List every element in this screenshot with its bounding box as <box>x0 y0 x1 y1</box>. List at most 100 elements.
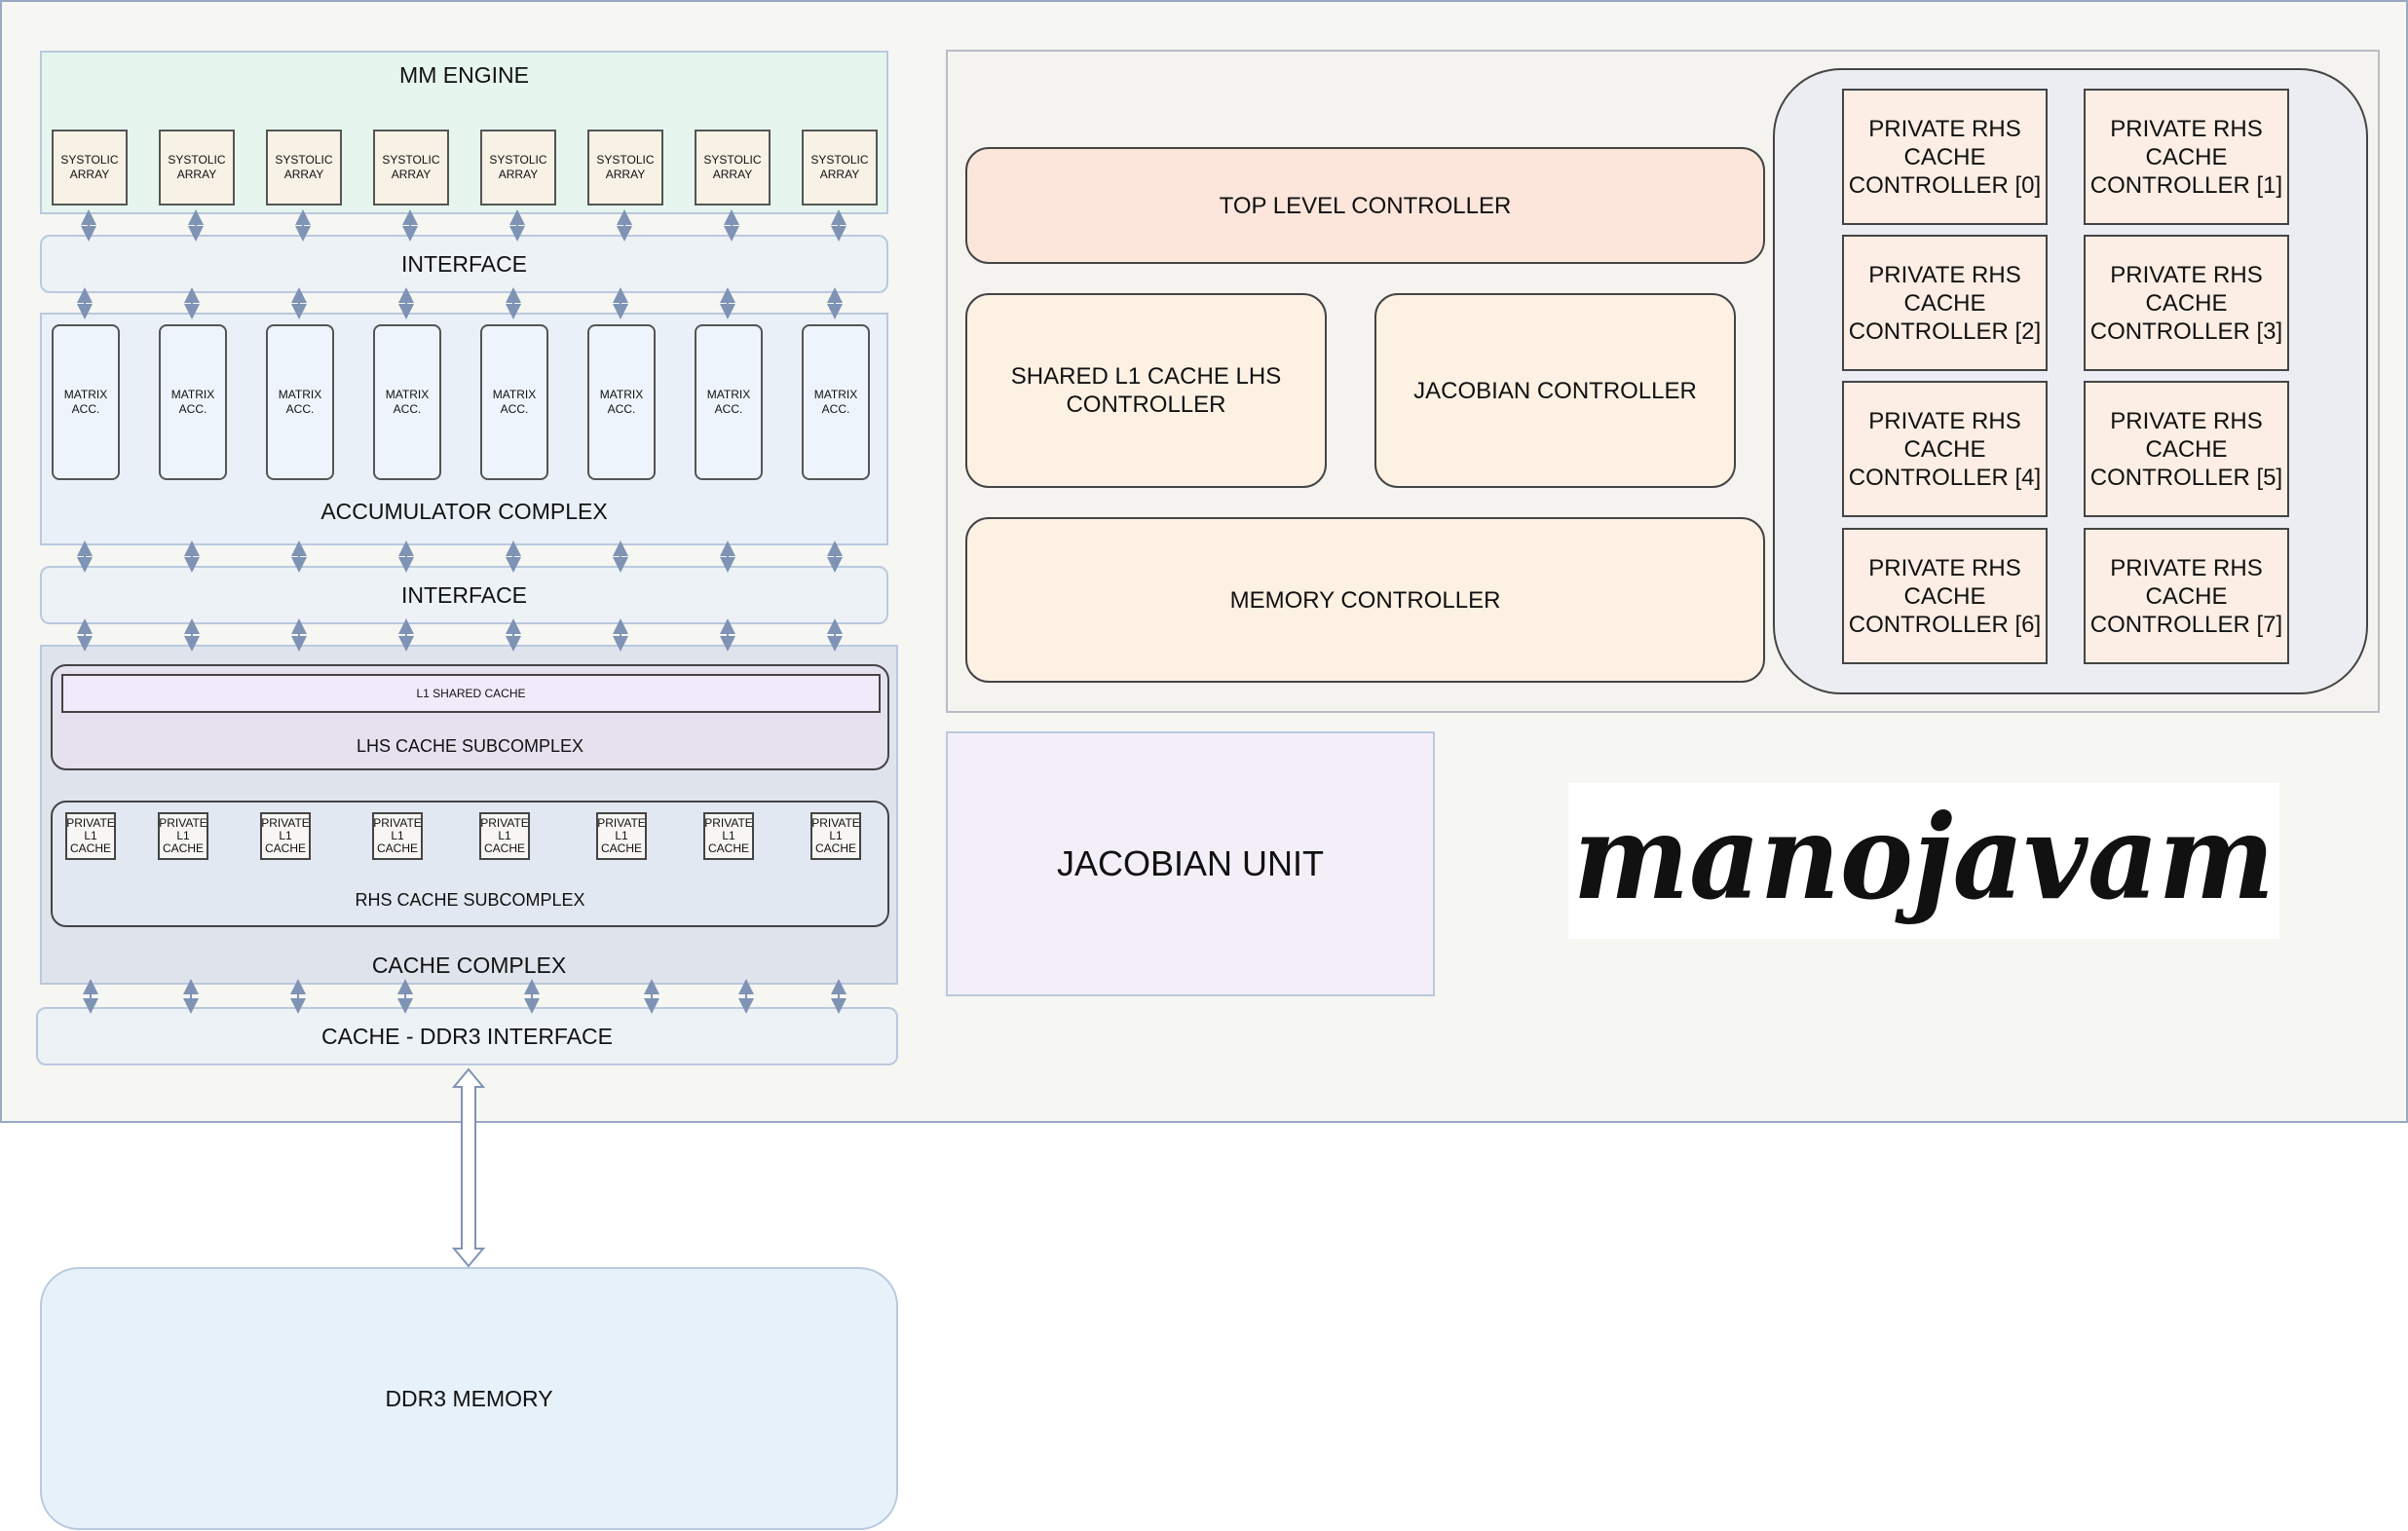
private-l1-line-2: L1 <box>615 829 628 842</box>
private-rhs-6-line-2: CACHE <box>1903 582 1986 610</box>
shared-l1-lhs-line-2: CONTROLLER <box>1066 392 1226 418</box>
matrix-acc-line-2: ACC. <box>71 402 100 416</box>
matrix-acc-line-2: ACC. <box>178 402 207 416</box>
private-rhs-4-line-2: CACHE <box>1903 435 1986 463</box>
private-l1-line-3: CACHE <box>708 841 750 855</box>
interface-top: INTERFACE <box>40 235 888 293</box>
private-l1-line-3: CACHE <box>70 841 112 855</box>
private-rhs-4-line-3: CONTROLLER [4] <box>1848 464 2042 491</box>
private-l1-line-3: CACHE <box>377 841 419 855</box>
private-l1-line-2: L1 <box>829 829 843 842</box>
systolic-line-1: SYSTOLIC <box>703 153 762 167</box>
jacobian-unit-label: JACOBIAN UNIT <box>1056 843 1325 883</box>
private-rhs-1-line-3: CONTROLLER [1] <box>2089 171 2283 199</box>
private-rhs-6-line-3: CONTROLLER [6] <box>1848 611 2042 638</box>
cache-ddr3-interface-label: CACHE - DDR3 INTERFACE <box>320 1023 614 1049</box>
matrix-acc-line-2: ACC. <box>393 402 422 416</box>
matrix-acc-line-1: MATRIX <box>492 388 537 401</box>
systolic-line-1: SYSTOLIC <box>168 153 226 167</box>
matrix-acc-line-2: ACC. <box>607 402 636 416</box>
private-rhs-7-line-1: PRIVATE RHS <box>2110 554 2263 581</box>
interface-top-label: INTERFACE <box>400 250 528 277</box>
systolic-line-2: ARRAY <box>819 168 860 181</box>
ddr3-bus-arrow <box>451 1067 486 1268</box>
private-l1-line-1: PRIVATE <box>811 816 860 830</box>
private-l1-line-1: PRIVATE <box>704 816 753 830</box>
top-level-controller-label: TOP LEVEL CONTROLLER <box>1219 192 1512 219</box>
lhs-cache-subcomplex: L1 SHARED CACHE LHS CACHE SUBCOMPLEX <box>51 664 889 770</box>
shared-l1-lhs-controller-label: SHARED L1 CACHE LHS CONTROLLER <box>1011 362 1281 419</box>
matrix-acc-line-1: MATRIX <box>278 388 322 401</box>
private-l1-line-3: CACHE <box>815 841 857 855</box>
private-rhs-0-line-1: PRIVATE RHS <box>1868 115 2021 142</box>
systolic-line-2: ARRAY <box>712 168 753 181</box>
systolic-line-2: ARRAY <box>283 168 324 181</box>
interface-middle: INTERFACE <box>40 566 888 624</box>
private-rhs-5-line-3: CONTROLLER [5] <box>2089 464 2283 491</box>
private-l1-line-1: PRIVATE <box>373 816 422 830</box>
private-l1-line-1: PRIVATE <box>480 816 529 830</box>
private-rhs-2-line-2: CACHE <box>1903 289 1986 317</box>
l1-shared-cache-label: L1 SHARED CACHE <box>416 687 526 700</box>
manojavam-logo: manojavam <box>1568 783 2279 939</box>
private-l1-line-1: PRIVATE <box>597 816 646 830</box>
systolic-line-1: SYSTOLIC <box>382 153 440 167</box>
private-rhs-6-line-1: PRIVATE RHS <box>1868 554 2021 581</box>
shared-l1-lhs-line-1: SHARED L1 CACHE LHS <box>1010 363 1282 390</box>
matrix-acc-line-1: MATRIX <box>706 388 751 401</box>
systolic-line-2: ARRAY <box>498 168 539 181</box>
manojavam-logo-graphic: manojavam <box>1573 789 2275 926</box>
private-rhs-5-line-1: PRIVATE RHS <box>2110 407 2263 434</box>
private-rhs-0-line-3: CONTROLLER [0] <box>1848 171 2042 199</box>
interface-middle-label: INTERFACE <box>400 581 528 608</box>
systolic-line-1: SYSTOLIC <box>810 153 869 167</box>
top-level-controller: TOP LEVEL CONTROLLER <box>965 147 1765 264</box>
l1-shared-cache: L1 SHARED CACHE <box>61 674 881 713</box>
memory-controller-label: MEMORY CONTROLLER <box>1229 586 1501 614</box>
private-l1-line-2: L1 <box>176 829 190 842</box>
private-l1-line-1: PRIVATE <box>159 816 207 830</box>
shared-l1-lhs-controller: SHARED L1 CACHE LHS CONTROLLER <box>965 293 1327 488</box>
private-l1-line-3: CACHE <box>601 841 643 855</box>
jacobian-unit: JACOBIAN UNIT <box>946 731 1435 996</box>
cache-complex: L1 SHARED CACHE LHS CACHE SUBCOMPLEX PRI… <box>40 645 898 985</box>
